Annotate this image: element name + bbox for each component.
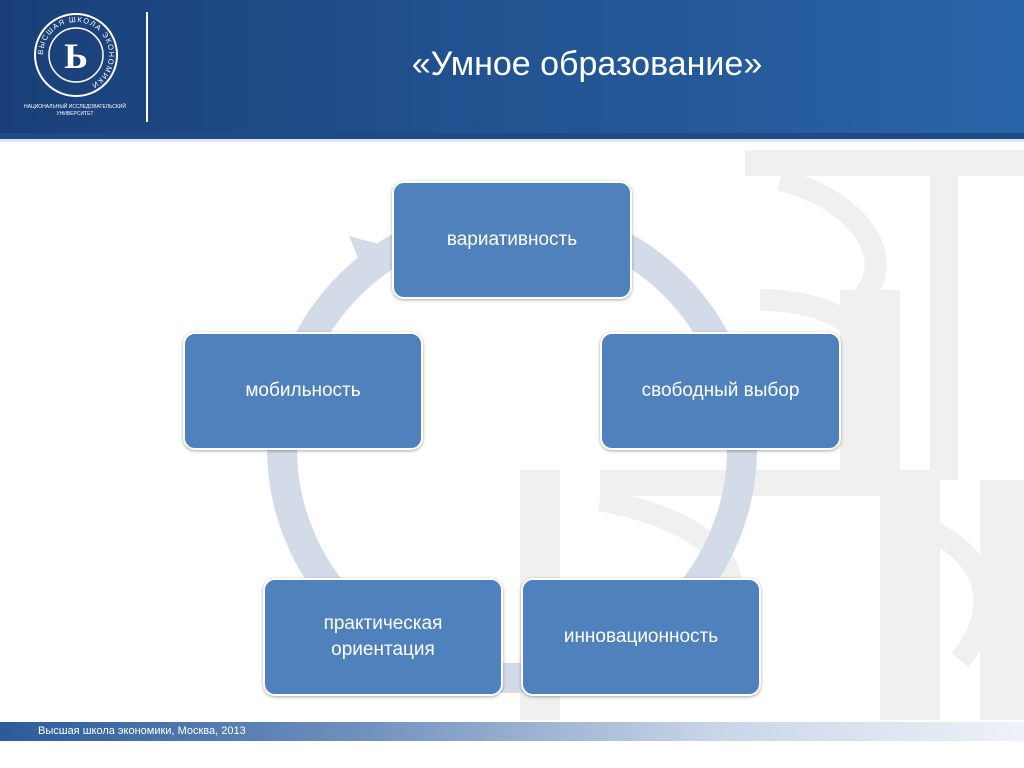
hse-logo: ВЫСШАЯ ШКОЛА ЭКОНОМИКИ Ь НАЦИОНАЛЬНЫЙ ИС… bbox=[20, 12, 130, 124]
node-label: свободный выбор bbox=[641, 380, 800, 401]
node-variativnost: вариативность bbox=[392, 181, 632, 299]
header-divider-light bbox=[0, 139, 1024, 142]
cycle-arrowhead-icon bbox=[349, 236, 386, 282]
node-label: практическая ориентация bbox=[323, 613, 443, 660]
logo-caption-line2: УНИВЕРСИТЕТ bbox=[56, 111, 94, 117]
header-vertical-divider bbox=[146, 12, 148, 122]
svg-text:Ь: Ь bbox=[64, 36, 88, 76]
logo-caption-line1: НАЦИОНАЛЬНЫЙ ИССЛЕДОВАТЕЛЬСКИЙ bbox=[24, 104, 126, 110]
node-label: инновационность bbox=[563, 626, 719, 647]
logo-caption: НАЦИОНАЛЬНЫЙ ИССЛЕДОВАТЕЛЬСКИЙ УНИВЕРСИТ… bbox=[20, 104, 130, 118]
node-label: мобильность bbox=[245, 380, 361, 401]
footer-text: Высшая школа экономики, Москва, 2013 bbox=[38, 725, 246, 737]
footer-bar bbox=[0, 722, 1024, 741]
node-label: вариативность bbox=[446, 229, 578, 250]
node-mobilnost: мобильность bbox=[183, 332, 423, 450]
header-bar bbox=[0, 0, 1024, 133]
node-svobodnyj-vybor: свободный выбор bbox=[600, 332, 841, 450]
node-prakticheskaya-orientaciya: практическая ориентация bbox=[263, 578, 503, 696]
slide-title: «Умное образование» bbox=[411, 45, 763, 83]
hse-emblem-icon: ВЫСШАЯ ШКОЛА ЭКОНОМИКИ Ь bbox=[34, 13, 118, 97]
node-innovacionnost: инновационность bbox=[521, 578, 761, 696]
header-divider-stripe bbox=[0, 133, 1024, 139]
